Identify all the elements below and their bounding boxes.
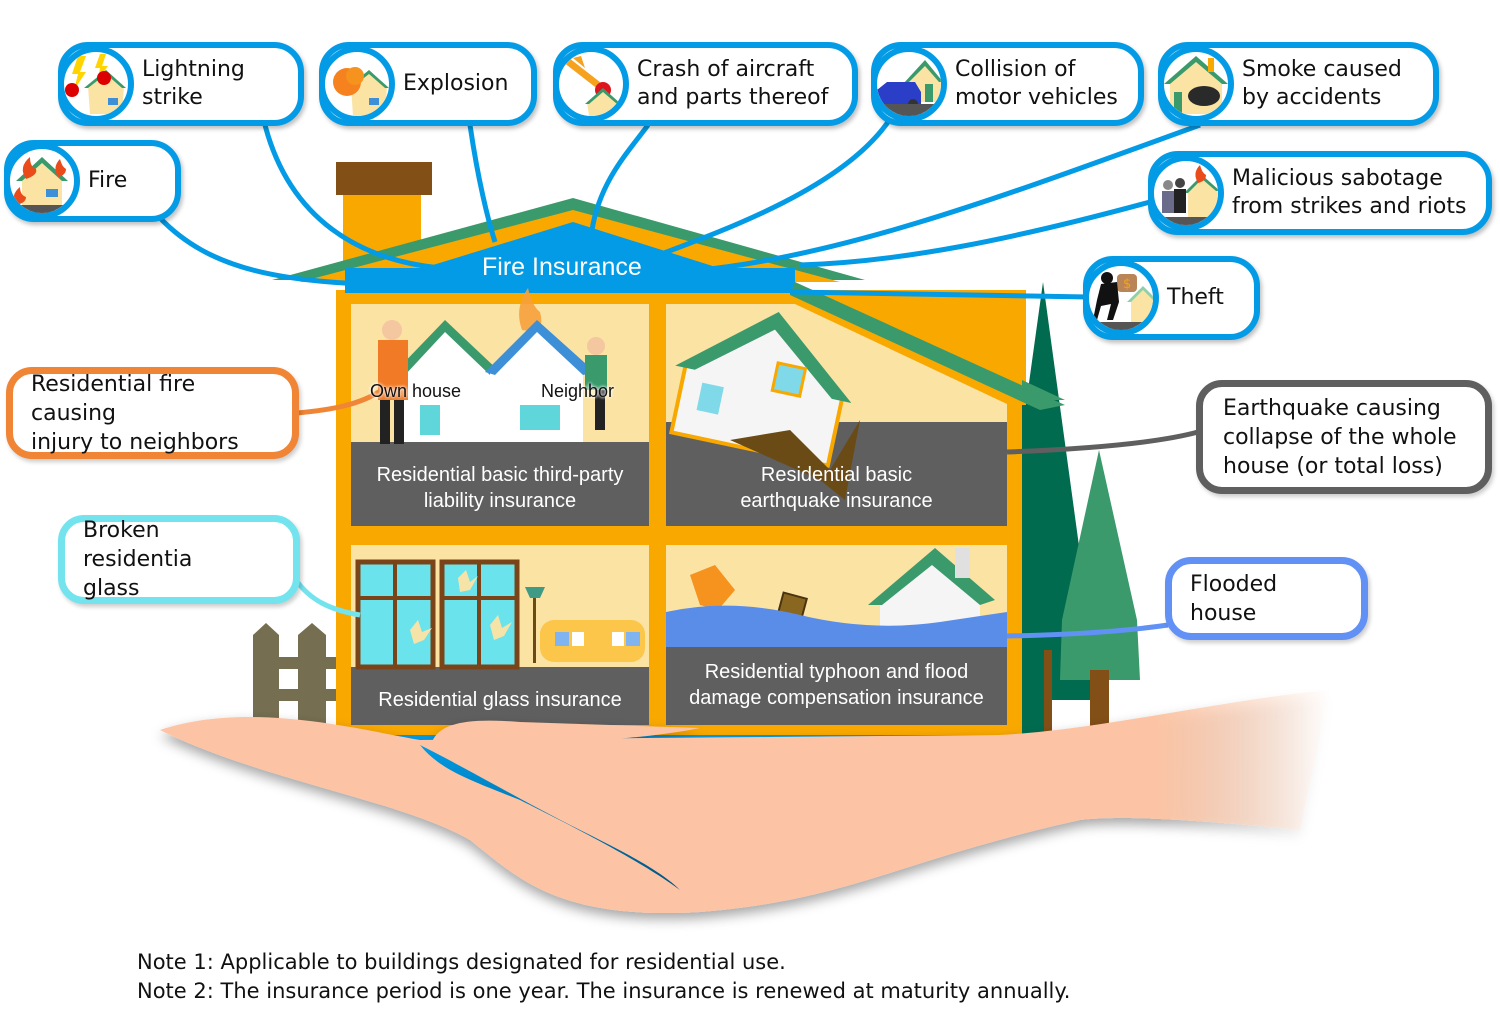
connector-explosion (467, 124, 498, 243)
peril-label: Smoke caused by accidents (1242, 57, 1402, 110)
connector-aircraft (589, 123, 651, 231)
connector-fire (158, 216, 401, 288)
room-glass (351, 545, 649, 725)
peril-aircraft: Crash of aircraft and parts thereof (553, 42, 858, 126)
peril-theft: $ Theft (1083, 256, 1260, 340)
earthquake-insurance-label: Residential basic earthquake insurance (740, 464, 933, 512)
peril-label: Crash of aircraft and parts thereof (637, 57, 829, 110)
burning-house-icon (4, 143, 80, 219)
lightning-house-icon (58, 46, 134, 122)
peril-lightning: Lightning strike (58, 42, 304, 126)
fence (253, 623, 338, 740)
peril-fire: Fire (4, 140, 181, 222)
connector-sabotage (799, 199, 1151, 268)
room-earthquake (666, 304, 1007, 526)
peril-label: Malicious sabotage from strikes and riot… (1232, 166, 1467, 219)
aircraft-crash-icon (553, 46, 629, 122)
callout-liability: Residential fire causing injury to neigh… (6, 367, 299, 459)
connector-earthquake (1006, 429, 1199, 455)
peril-explosion: Explosion (319, 42, 537, 126)
tree-light (1060, 450, 1140, 740)
explosion-house-icon (319, 46, 395, 122)
room-flood (666, 545, 1007, 725)
peril-sabotage: Malicious sabotage from strikes and riot… (1148, 151, 1492, 235)
peril-vehicle: Collision of motor vehicles (871, 42, 1144, 126)
callout-glass: Broken residentia glass (58, 515, 300, 604)
peril-label: Lightning strike (142, 57, 245, 110)
peril-label: Theft (1167, 285, 1224, 310)
neighbor-label: Neighbor (541, 381, 615, 401)
smoke-house-icon (1158, 46, 1234, 122)
own-house-label: Own house (370, 381, 462, 401)
connector-flood (1006, 622, 1169, 639)
hand (160, 690, 1330, 914)
car-collision-icon (871, 46, 947, 122)
riot-icon (1148, 155, 1224, 231)
roof (272, 198, 1065, 410)
room-liability (351, 288, 649, 526)
liability-insurance-label: Residential basic third-party liability … (376, 464, 624, 512)
peril-label: Explosion (403, 71, 509, 96)
footnotes: Note 1: Applicable to buildings designat… (137, 948, 1070, 1006)
peril-label: Collision of motor vehicles (955, 57, 1118, 110)
peril-smoke: Smoke caused by accidents (1158, 42, 1439, 126)
connector-smoke (699, 122, 1201, 273)
connector-vehicle (639, 120, 891, 265)
connector-theft (789, 289, 1089, 300)
flood-insurance-label: Residential typhoon and flood damage com… (689, 661, 984, 709)
note-2: Note 2: The insurance period is one year… (137, 979, 1071, 1003)
glass-insurance-label: Residential glass insurance (378, 689, 622, 711)
connector-liability (296, 387, 384, 416)
connector-glass (293, 578, 361, 618)
svg-text:$: $ (1123, 277, 1131, 292)
note-1: Note 1: Applicable to buildings designat… (137, 950, 786, 974)
connector-lightning (262, 124, 441, 271)
burglar-icon: $ (1083, 260, 1159, 336)
callout-earthquake: Earthquake causing collapse of the whole… (1196, 380, 1492, 494)
connectors (158, 120, 1201, 639)
peril-label: Fire (88, 168, 128, 193)
fire-insurance-title: Fire Insurance (482, 253, 642, 281)
callout-flood: Flooded house (1165, 557, 1368, 640)
